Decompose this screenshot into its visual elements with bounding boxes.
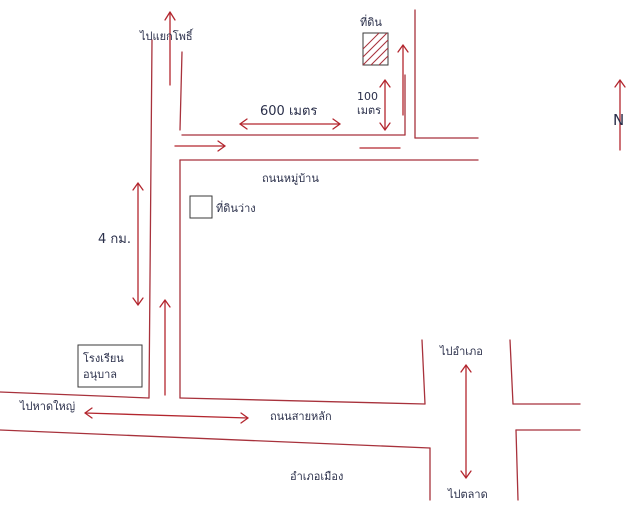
reference-plot-box [189,195,213,219]
right-road-arrow [460,364,472,479]
landmarks [77,32,389,388]
main-road-bottom-edge [0,429,431,449]
reference-plot-label: ที่ดินว่าง [216,200,256,215]
main-road-arrow [84,407,249,424]
to-top-label: ไปแยกโพธิ์ [139,28,194,43]
north-label: N [613,111,624,129]
six-hundred-m-label: 600 เมตร [260,104,317,119]
north-road-left-edge [148,39,153,399]
school-label-line1: โรงเรียน [83,351,124,365]
text-labels: ไปแยกโพธิ์ ที่ดิน 100 เมตร 600 เมตร ถนนห… [19,14,624,501]
four-km-label: 4 กม. [98,232,131,247]
site-label: ที่ดิน [360,14,382,29]
right-road-right-edge-top [509,339,514,405]
up-arrow-lower [159,299,171,396]
village-road-label: ถนนหมู่บ้าน [262,172,319,185]
district-label: อำเภอเมือง [290,470,343,483]
to-left-label: ไปหาดใหญ่ [19,400,75,413]
to-right-bottom-label: ไปตลาด [447,488,488,501]
right-road-right-edge-bottom [515,429,519,501]
main-road-label: ถนนสายหลัก [270,410,332,423]
north-indicator-arrow [614,79,626,151]
hundred-m-value: 100 [357,90,378,103]
school-box [77,344,143,388]
600m-arrow [239,118,341,130]
100m-arrow [379,79,391,131]
right-road-left-edge-top [421,339,426,405]
4km-arrow [132,182,144,306]
roads [0,9,581,501]
site-arrow [397,44,409,116]
site-plot [362,32,389,66]
north-arrow-top [164,11,176,86]
north-road-right-edge [179,51,183,131]
arrows [84,11,626,479]
school-label-line2: อนุบาล [83,368,117,381]
to-right-top-label: ไปอำเภอ [439,345,483,358]
village-road-arrows [174,140,401,152]
main-road-top-edge-left [0,391,150,399]
main-road-top-edge-mid [179,397,426,405]
hundred-m-unit: เมตร [357,104,381,117]
